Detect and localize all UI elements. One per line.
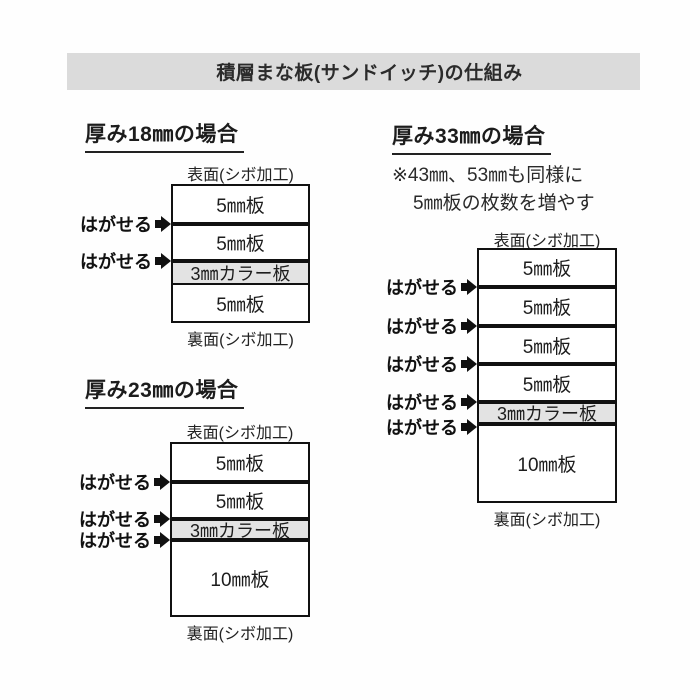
title-bar: 積層まな板(サンドイッチ)の仕組み xyxy=(67,53,640,90)
separator xyxy=(173,222,308,226)
layer-5mm: 5㎜板 xyxy=(522,374,572,396)
front-face-label-23mm: 表面(シボ加工) xyxy=(186,425,294,442)
layer-5mm: 5㎜板 xyxy=(216,234,265,255)
layer-5mm: 5㎜板 xyxy=(522,298,572,319)
peel-annotation: はがせる xyxy=(386,389,477,415)
peel-label: はがせる xyxy=(386,278,458,298)
separator xyxy=(479,422,615,426)
peel-arrow-icon xyxy=(155,253,171,269)
peel-arrow-icon xyxy=(154,511,170,527)
peel-arrow-icon xyxy=(461,394,477,410)
separator xyxy=(479,285,615,289)
peel-label: はがせる xyxy=(79,473,151,493)
layer-5mm: 5㎜板 xyxy=(215,492,265,513)
back-face-label-18mm: 裏面(シボ加工) xyxy=(187,332,294,349)
layer-box-18mm: 5㎜板 5㎜板 3㎜カラー板 5㎜板 xyxy=(171,184,310,323)
front-face-label-33mm: 表面(シボ加工) xyxy=(493,233,601,250)
layer-box-23mm: 5㎜板 5㎜板 3㎜カラー板 10㎜板 xyxy=(170,442,310,617)
peel-label: はがせる xyxy=(386,393,458,413)
separator xyxy=(172,538,308,542)
layer-5mm: 5㎜板 xyxy=(522,259,572,280)
peel-arrow-icon xyxy=(155,216,171,232)
layer-5mm: 5㎜板 xyxy=(216,195,265,217)
peel-arrow-icon xyxy=(461,279,477,295)
peel-annotation: はがせる xyxy=(386,414,477,440)
peel-annotation: はがせる xyxy=(386,351,477,377)
separator xyxy=(172,517,308,521)
peel-annotation: はがせる xyxy=(80,211,171,237)
separator xyxy=(479,400,615,404)
layer-5mm: 5㎜板 xyxy=(522,336,572,358)
peel-label: はがせる xyxy=(386,317,458,337)
layer-5mm: 5㎜板 xyxy=(215,453,265,475)
layer-3mm-color: 3㎜カラー板 xyxy=(172,521,308,541)
layer-box-33mm: 5㎜板 5㎜板 5㎜板 5㎜板 3㎜カラー板 10㎜板 xyxy=(477,248,617,503)
peel-label: はがせる xyxy=(386,418,458,438)
layer-10mm: 10㎜板 xyxy=(517,455,577,476)
peel-arrow-icon xyxy=(461,419,477,435)
separator xyxy=(479,324,615,328)
layer-3mm-color: 3㎜カラー板 xyxy=(479,404,615,424)
layer-5mm: 5㎜板 xyxy=(216,294,265,316)
separator xyxy=(479,362,615,366)
peel-label: はがせる xyxy=(386,355,458,375)
section-heading-23mm: 厚み23㎜の場合 xyxy=(85,374,245,409)
peel-annotation: はがせる xyxy=(386,274,477,300)
peel-arrow-icon xyxy=(154,474,170,490)
section-heading-18mm: 厚み18㎜の場合 xyxy=(85,118,245,153)
layer-3mm-color: 3㎜カラー板 xyxy=(173,263,308,285)
peel-label: はがせる xyxy=(79,531,151,551)
front-face-label-18mm: 表面(シボ加工) xyxy=(187,167,294,184)
peel-label: はがせる xyxy=(80,252,152,272)
peel-annotation: はがせる xyxy=(79,506,170,532)
peel-arrow-icon xyxy=(154,532,170,548)
layer-10mm: 10㎜板 xyxy=(210,570,270,591)
peel-annotation: はがせる xyxy=(386,313,477,339)
peel-annotation: はがせる xyxy=(79,527,170,553)
note-line-2: 5㎜板の枚数を増やす xyxy=(413,192,595,214)
page-title: 積層まな板(サンドイッチ)の仕組み xyxy=(216,63,523,84)
peel-label: はがせる xyxy=(80,215,152,235)
peel-annotation: はがせる xyxy=(80,248,171,274)
back-face-label-23mm: 裏面(シボ加工) xyxy=(186,626,294,643)
peel-arrow-icon xyxy=(461,356,477,372)
note-33mm: ※43㎜、53㎜も同様に 5㎜板の枚数を増やす xyxy=(392,162,595,217)
peel-annotation: はがせる xyxy=(79,469,170,495)
separator xyxy=(172,480,308,484)
peel-arrow-icon xyxy=(461,318,477,334)
note-line-1: ※43㎜、53㎜も同様に xyxy=(392,165,584,186)
peel-label: はがせる xyxy=(79,510,151,530)
separator xyxy=(173,259,308,263)
section-heading-33mm: 厚み33㎜の場合 xyxy=(392,120,552,155)
back-face-label-33mm: 裏面(シボ加工) xyxy=(493,512,601,529)
